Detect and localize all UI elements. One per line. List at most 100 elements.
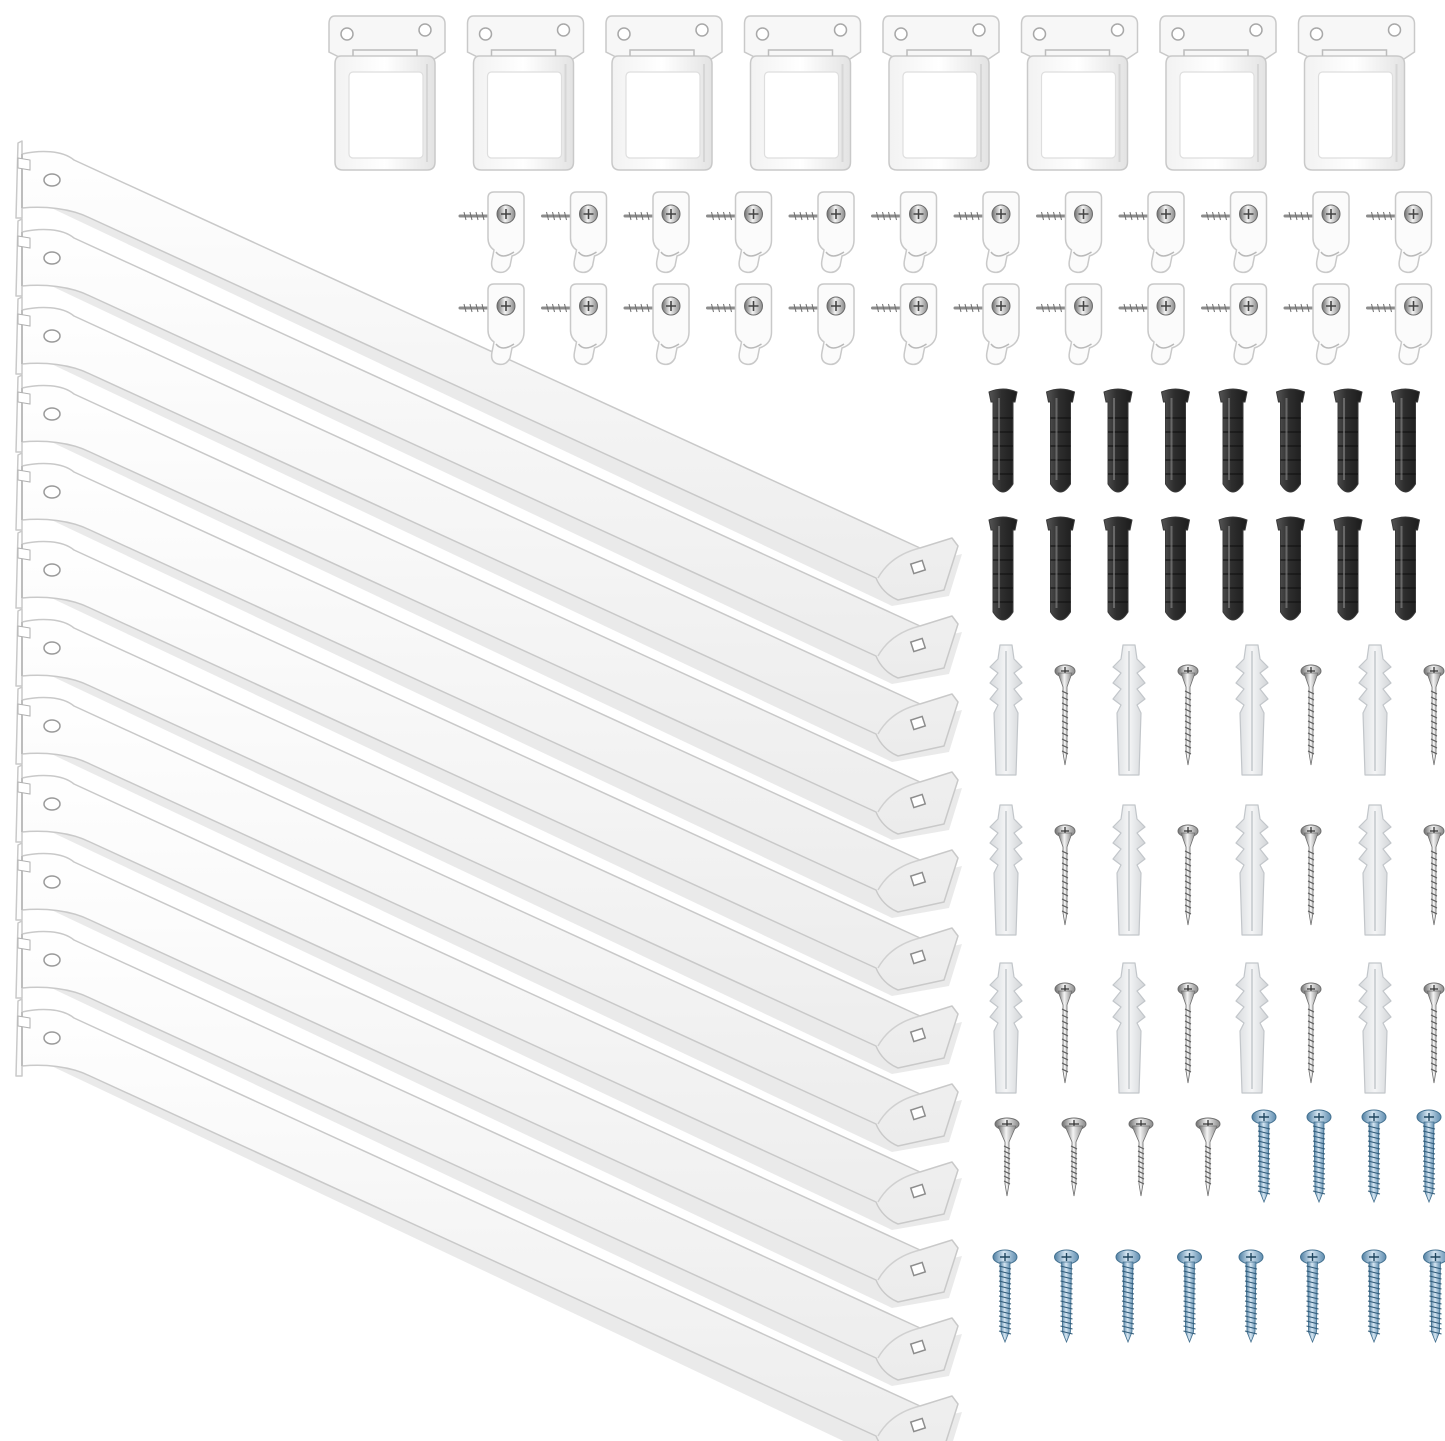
hook-clip: [1283, 191, 1350, 274]
plastic-anchor: [989, 644, 1023, 776]
shelf-bracket: [15, 920, 962, 1386]
dark-wall-anchor: [988, 388, 1018, 493]
plastic-anchors-and-screws: [989, 644, 1445, 1094]
dark-wall-anchor: [1218, 388, 1248, 493]
rod-end-socket: [882, 15, 1000, 171]
dark-wall-anchor: [1045, 516, 1076, 621]
plastic-anchor: [1235, 804, 1269, 936]
dark-wall-anchor: [1218, 516, 1248, 621]
rod-end-socket: [743, 15, 862, 171]
dark-wall-anchor: [1275, 388, 1306, 493]
rod-end-socket: [1297, 15, 1416, 171]
hook-clip: [953, 283, 1020, 366]
rod-end-socket: [328, 15, 446, 171]
plastic-anchor: [1358, 804, 1392, 936]
dark-wall-anchors: [988, 388, 1421, 621]
hook-clip: [541, 191, 608, 274]
silver-screw: [1423, 824, 1445, 926]
silver-screw: [1300, 982, 1322, 1084]
plastic-anchor: [1112, 962, 1146, 1094]
hook-clip: [458, 283, 525, 366]
silver-screw: [1177, 982, 1199, 1084]
blue-zinc-screw: [1054, 1249, 1079, 1344]
hook-clip: [1036, 283, 1103, 366]
hook-clip: [1366, 283, 1433, 366]
blue-zinc-screw: [1115, 1249, 1141, 1344]
shelf-bracket: [15, 686, 962, 1152]
dark-wall-anchor: [1160, 516, 1191, 621]
silver-screw: [1423, 664, 1445, 766]
blue-zinc-screw: [992, 1249, 1018, 1344]
shelf-bracket: [15, 218, 962, 684]
blue-zinc-screw: [1361, 1249, 1387, 1344]
dark-wall-anchor: [1390, 516, 1421, 621]
plastic-anchor: [1112, 804, 1146, 936]
silver-screw: [1177, 664, 1199, 766]
rod-end-socket: [1020, 15, 1139, 171]
hook-clip: [623, 283, 690, 366]
plastic-anchor: [1112, 644, 1146, 776]
hook-clip: [1201, 191, 1268, 274]
hook-clip: [623, 191, 690, 274]
hook-clip: [871, 191, 938, 274]
dark-wall-anchor: [1333, 388, 1363, 493]
blue-zinc-screw: [1238, 1249, 1264, 1344]
plastic-anchor: [1358, 644, 1392, 776]
silver-screw: [1300, 824, 1322, 926]
hook-clip: [788, 191, 855, 274]
hook-clip: [1118, 283, 1185, 366]
hook-clip: [706, 283, 773, 366]
silver-screw: [1423, 982, 1445, 1084]
hook-clip: [706, 191, 773, 274]
hook-clip: [788, 283, 855, 366]
silver-screw: [1054, 824, 1076, 926]
shelf-bracket: [15, 998, 962, 1441]
shelf-bracket: [15, 374, 962, 840]
hook-clip: [871, 283, 938, 366]
blue-zinc-screw: [1416, 1109, 1442, 1204]
hook-clip: [1036, 191, 1103, 274]
dark-wall-anchor: [1103, 516, 1133, 621]
plastic-anchor: [1235, 644, 1269, 776]
silver-screw: [1177, 824, 1199, 926]
silver-screw: [1054, 982, 1076, 1084]
shelf-bracket: [15, 764, 962, 1230]
dark-wall-anchor: [1103, 388, 1133, 493]
shelf-bracket: [15, 530, 962, 996]
hook-clip: [1366, 191, 1433, 274]
shelf-bracket: [15, 608, 962, 1074]
silver-screw: [1128, 1117, 1154, 1197]
blue-zinc-screw: [1423, 1249, 1445, 1344]
silver-screw: [994, 1117, 1020, 1197]
silver-screw: [1054, 664, 1076, 766]
hook-clip: [1283, 283, 1350, 366]
shelf-bracket: [15, 452, 962, 918]
shelf-bracket: [15, 842, 962, 1308]
hook-clip: [458, 191, 525, 274]
hook-clip: [1118, 191, 1185, 274]
dark-wall-anchor: [988, 516, 1018, 621]
dark-wall-anchor: [1160, 388, 1191, 493]
blue-zinc-screw: [1306, 1109, 1332, 1204]
silver-screw: [1195, 1117, 1221, 1197]
silver-screw: [1300, 664, 1322, 766]
rod-end-socket: [1159, 15, 1277, 171]
blue-zinc-screw: [1361, 1109, 1387, 1204]
shelf-brackets: [15, 140, 962, 1441]
blue-zinc-screw: [1251, 1109, 1277, 1204]
blue-zinc-screw: [1300, 1249, 1325, 1344]
shelf-bracket: [15, 140, 962, 606]
dark-wall-anchor: [1275, 516, 1306, 621]
plastic-anchor: [1358, 962, 1392, 1094]
dark-wall-anchor: [1045, 388, 1076, 493]
blue-zinc-screw: [1177, 1249, 1202, 1344]
plastic-anchor: [989, 804, 1023, 936]
rod-end-socket: [466, 15, 585, 171]
dark-wall-anchor: [1390, 388, 1421, 493]
hook-clip: [541, 283, 608, 366]
shelf-bracket: [15, 296, 962, 762]
dark-wall-anchor: [1333, 516, 1363, 621]
plastic-anchor: [1235, 962, 1269, 1094]
rod-end-socket: [605, 15, 723, 171]
